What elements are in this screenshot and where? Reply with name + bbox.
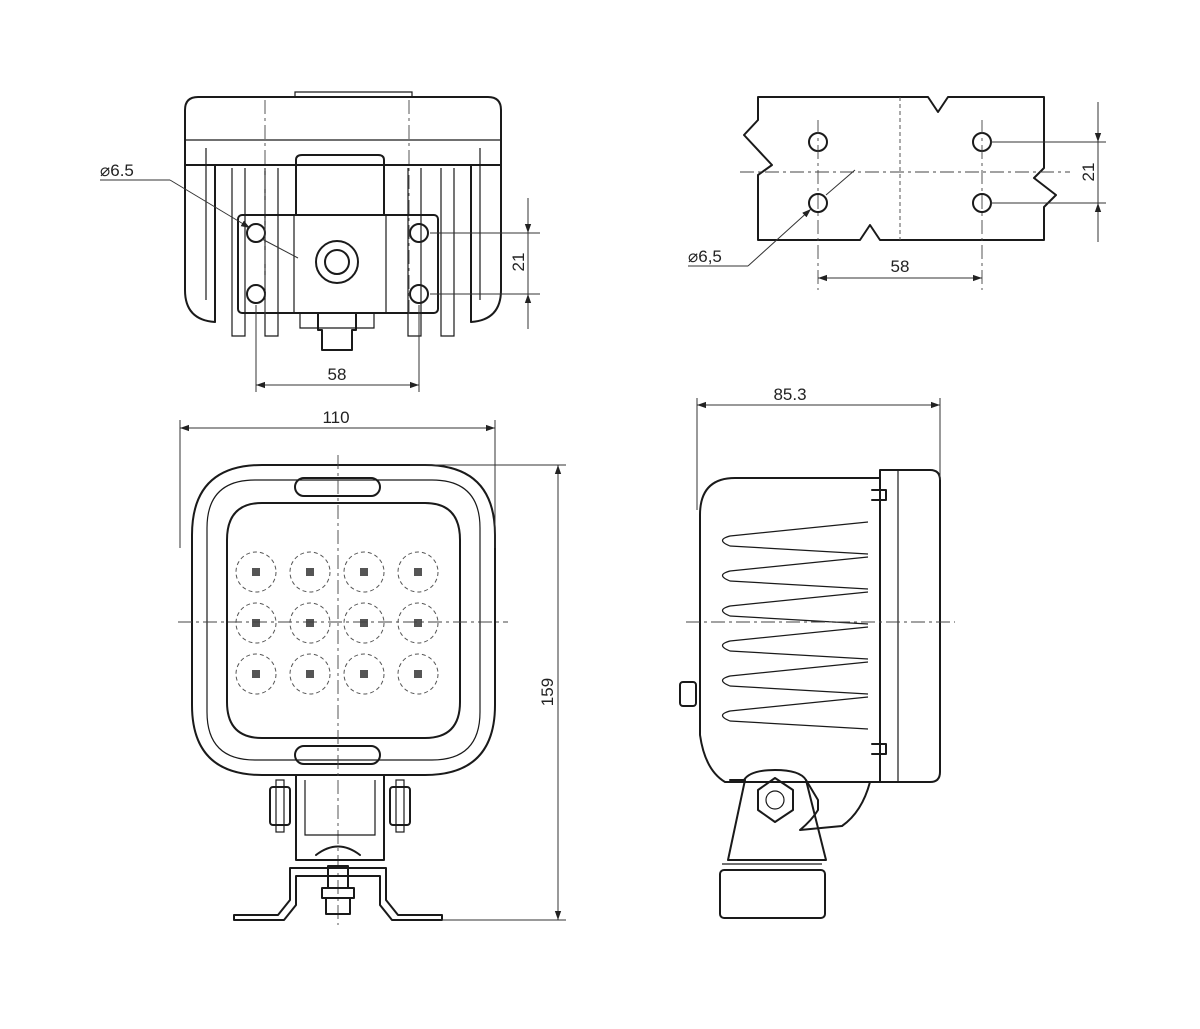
- dim-top-hole-diameter: ⌀6.5: [100, 161, 299, 259]
- led-grid: [235, 551, 439, 695]
- dim-front-width-label: 110: [322, 408, 349, 427]
- led-chip: [306, 568, 314, 576]
- dim-top-spacing-h-label: 58: [328, 365, 347, 384]
- dim-top-spacing-v-label: 21: [509, 253, 528, 272]
- side-cooling-fins: [721, 521, 869, 730]
- led-reflector: [343, 551, 385, 593]
- led-chip: [252, 670, 260, 678]
- side-fin: [721, 661, 869, 695]
- led-chip: [360, 619, 368, 627]
- side-fin: [721, 696, 869, 730]
- mounting-holes: [808, 132, 992, 213]
- hole-pattern-view: 21 58 ⌀6,5: [688, 96, 1106, 290]
- dim-side-depth-label: 85.3: [773, 385, 806, 404]
- led-reflector: [289, 602, 331, 644]
- dim-side-depth: 85.3: [696, 385, 941, 510]
- led-chip: [306, 670, 314, 678]
- led-reflector: [235, 602, 277, 644]
- led-reflector: [343, 653, 385, 695]
- side-fin: [721, 626, 869, 660]
- side-fin: [721, 591, 869, 625]
- led-chip: [414, 619, 422, 627]
- led-reflector: [397, 551, 439, 593]
- side-mounting-bracket: [719, 769, 871, 919]
- dim-pattern-spacing-h-label: 58: [891, 257, 910, 276]
- led-chip: [414, 568, 422, 576]
- side-fin: [721, 521, 869, 555]
- side-view: 85.3: [679, 385, 955, 919]
- led-reflector: [397, 653, 439, 695]
- led-reflector: [235, 653, 277, 695]
- dim-pattern-hole-dia-label: ⌀6,5: [688, 247, 722, 266]
- dim-pattern-spacing-vertical: 21: [990, 102, 1106, 242]
- led-chip: [306, 619, 314, 627]
- dim-top-hole-dia-label: ⌀6.5: [100, 161, 134, 180]
- side-fin: [721, 556, 869, 590]
- cable-gland: [679, 681, 697, 707]
- led-reflector: [289, 551, 331, 593]
- dim-top-spacing-horizontal: 58: [255, 305, 420, 392]
- front-mounting-bracket: [233, 774, 443, 921]
- top-view: ⌀6.5 21 58: [100, 91, 540, 392]
- led-chip: [252, 619, 260, 627]
- led-chip: [252, 568, 260, 576]
- dim-top-spacing-vertical: 21: [430, 198, 540, 329]
- led-reflector: [235, 551, 277, 593]
- led-reflector: [289, 653, 331, 695]
- led-reflector: [343, 602, 385, 644]
- dim-front-height-label: 159: [538, 678, 557, 706]
- top-light-slot: [294, 477, 381, 497]
- front-view: 110 159: [178, 408, 566, 925]
- dim-front-width: 110: [179, 408, 496, 548]
- dim-pattern-spacing-horizontal: 58: [818, 257, 982, 282]
- dim-pattern-hole-diameter: ⌀6,5: [688, 169, 856, 267]
- led-chip: [360, 670, 368, 678]
- led-reflector: [397, 602, 439, 644]
- dim-pattern-spacing-v-label: 21: [1079, 163, 1098, 182]
- dim-front-height: 159: [410, 464, 566, 921]
- bottom-light-slot: [294, 745, 381, 765]
- led-chip: [360, 568, 368, 576]
- led-chip: [414, 670, 422, 678]
